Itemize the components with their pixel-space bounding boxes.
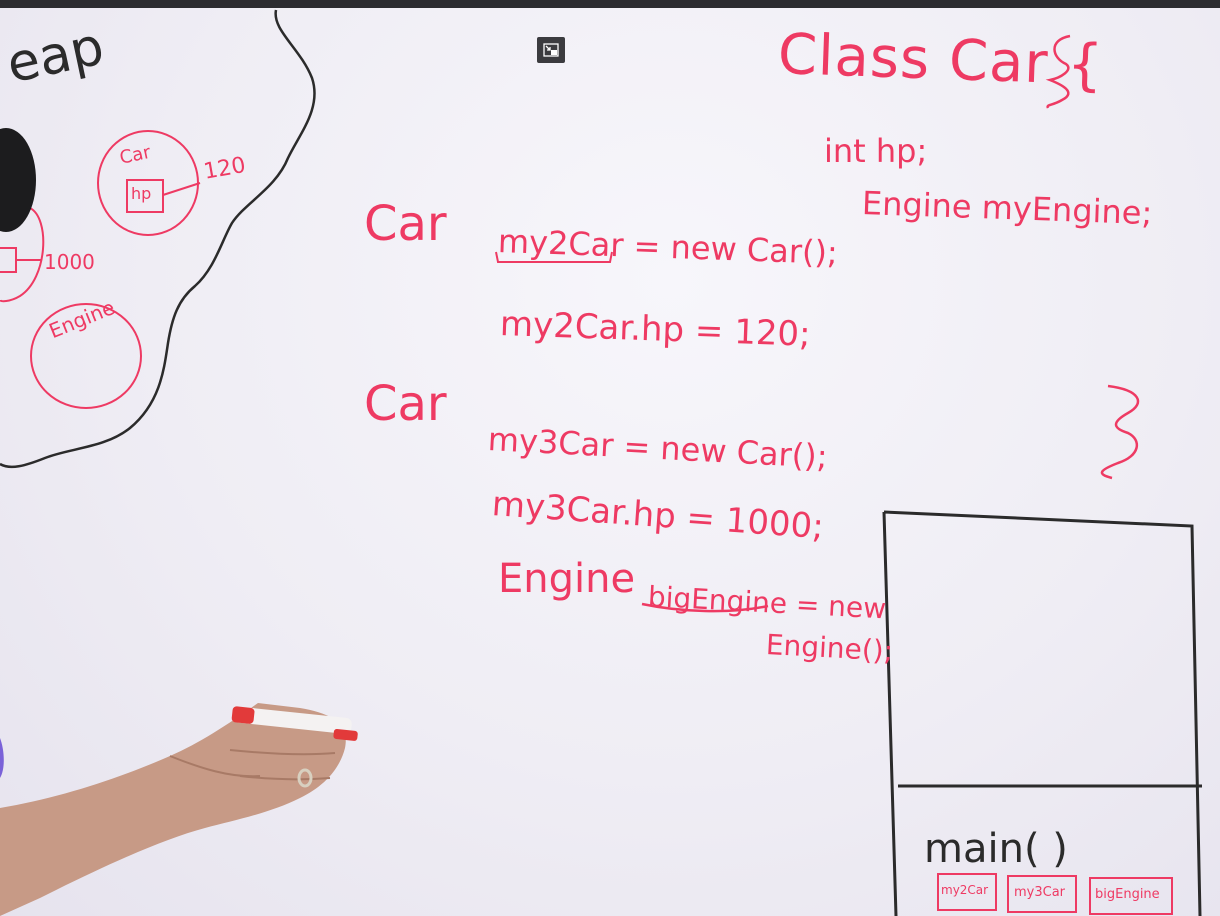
class-field-hp: int hp; xyxy=(824,132,928,170)
heap-engine-circle xyxy=(30,303,142,409)
stack-var-box-1 xyxy=(937,873,997,911)
class-header: Class Car { xyxy=(776,22,1105,99)
red-marker xyxy=(231,706,352,734)
class-closing-brace xyxy=(1100,384,1140,480)
underline-my2car xyxy=(495,251,613,263)
underline-bigengine xyxy=(641,602,769,613)
class-opening-brace xyxy=(1045,34,1071,109)
heap-hp-box xyxy=(126,179,164,213)
heap-car2-circle xyxy=(0,207,45,303)
stack-var-box-3 xyxy=(1089,877,1173,915)
code-line1-type: Car xyxy=(364,196,447,252)
video-frame[interactable]: eap Car hp 120 1000 Engine Class Car { i… xyxy=(0,8,1220,916)
code-line5-type: Engine xyxy=(498,556,636,602)
exit-fullscreen-icon xyxy=(543,43,559,57)
heap-cloud-outline xyxy=(0,9,316,469)
stack-frame-label: main( ) xyxy=(924,826,1068,872)
code-line3-type: Car xyxy=(364,376,447,432)
heap-car2-value: 1000 xyxy=(44,250,95,274)
code-line5-cont: Engine(); xyxy=(765,628,894,668)
whiteboard-drawings xyxy=(0,9,1202,916)
presenter-arm xyxy=(0,703,346,916)
stack-var-3: bigEngine xyxy=(1095,887,1160,902)
exit-fullscreen-button[interactable] xyxy=(537,37,565,63)
stack-var-2: my3Car xyxy=(1014,885,1066,900)
stack-var-box-2 xyxy=(1007,875,1077,913)
heap-hp-label: hp xyxy=(131,184,152,203)
top-bar xyxy=(0,0,1220,8)
stack-var-1: my2Car xyxy=(941,883,989,897)
presenter-head xyxy=(0,128,36,232)
heap-car2-hp-box xyxy=(0,247,17,273)
